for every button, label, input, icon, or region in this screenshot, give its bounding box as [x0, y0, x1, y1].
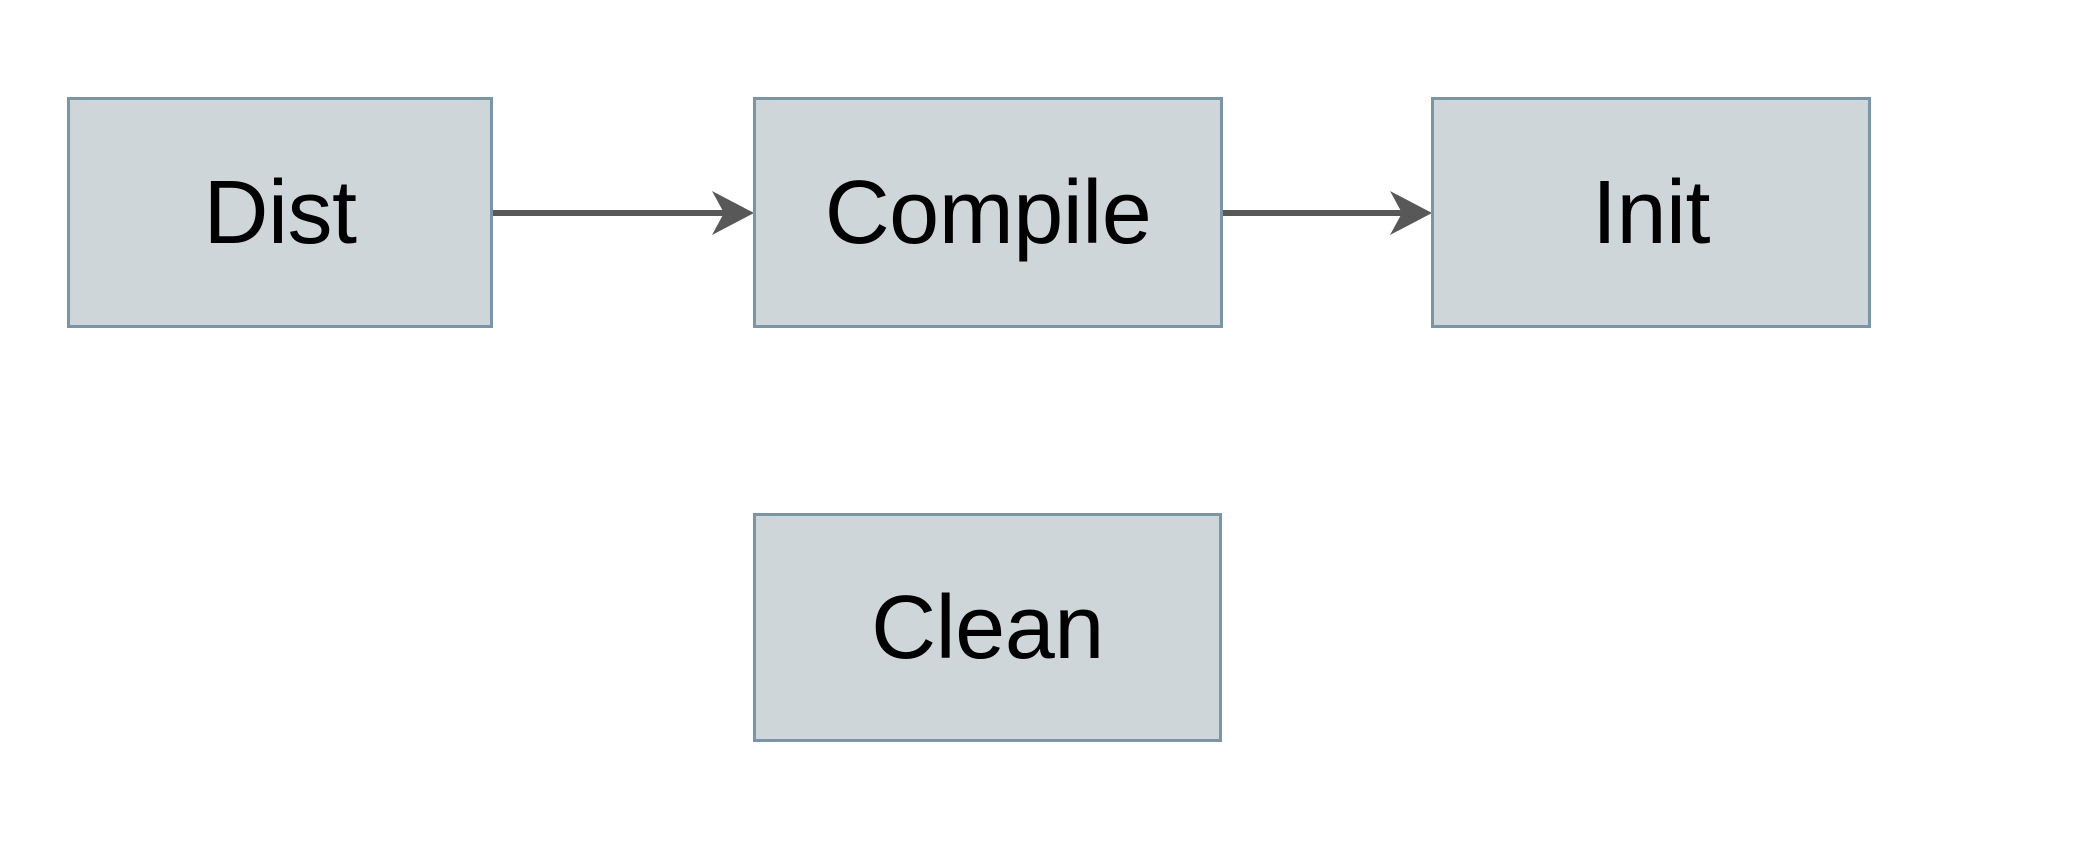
node-clean-label: Clean [871, 577, 1104, 678]
node-compile[interactable]: Compile [753, 97, 1223, 328]
node-compile-label: Compile [824, 162, 1152, 263]
node-dist-label: Dist [203, 162, 358, 263]
node-clean[interactable]: Clean [753, 513, 1222, 742]
arrowhead-icon [1390, 191, 1432, 235]
node-init-label: Init [1591, 162, 1711, 263]
node-init[interactable]: Init [1431, 97, 1871, 328]
node-dist[interactable]: Dist [67, 97, 493, 328]
edge-dist-to-compile[interactable] [488, 183, 760, 245]
edge-compile-to-init[interactable] [1218, 183, 1438, 245]
arrowhead-icon [712, 191, 754, 235]
